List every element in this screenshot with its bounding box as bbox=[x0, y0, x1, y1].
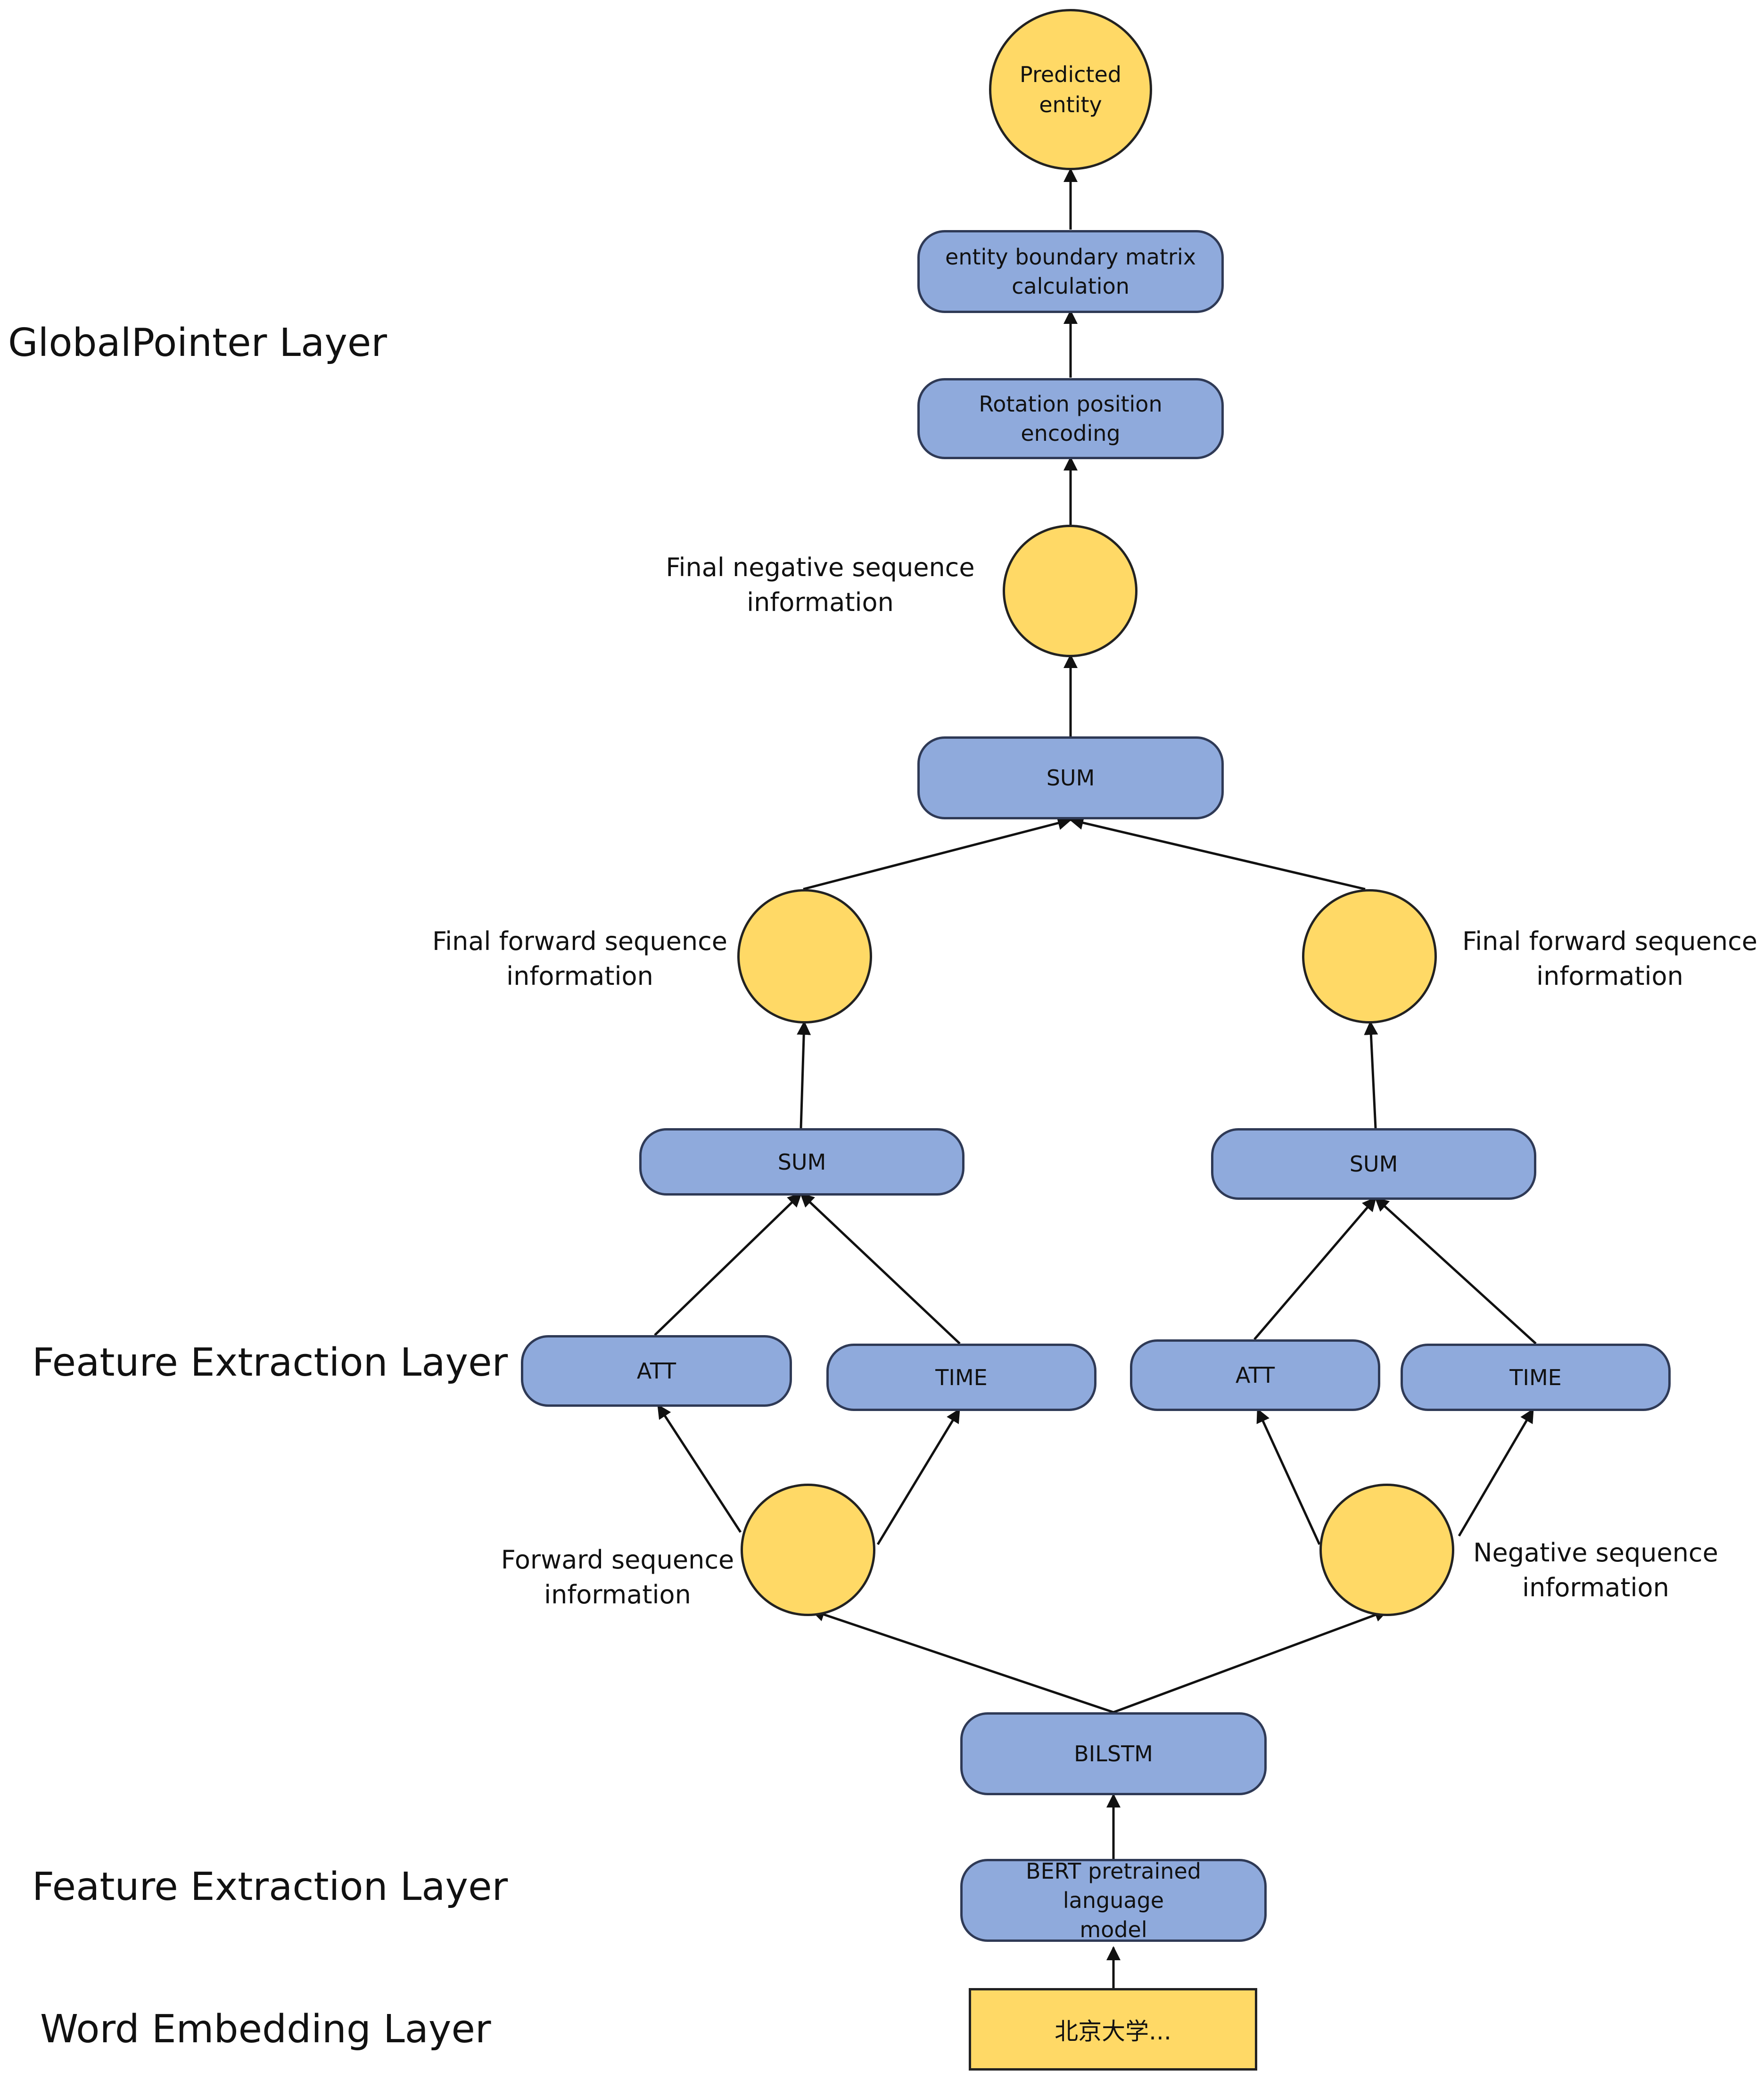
arrow-forward-to-att-left bbox=[657, 1404, 742, 1533]
bilstm-box: BILSTM bbox=[960, 1712, 1267, 1795]
arrow-att-right-to-sum-right bbox=[1253, 1197, 1377, 1340]
layer-label-feature-extraction-lower: Feature Extraction Layer bbox=[32, 1865, 508, 1909]
layer-label-feature-extraction-upper: Feature Extraction Layer bbox=[32, 1340, 508, 1385]
final-negative-sequence-node bbox=[1003, 525, 1138, 657]
arrow-forward-to-time-left bbox=[876, 1408, 961, 1545]
arrow-final-forward-left-to-sum-top bbox=[803, 816, 1072, 891]
arrow-negative-to-att-right bbox=[1256, 1408, 1321, 1545]
arrow-bilstm-to-negative bbox=[1113, 1608, 1389, 1714]
sum-top-box: SUM bbox=[917, 736, 1224, 819]
arrow-sum-left-to-final-forward-left bbox=[797, 1021, 811, 1129]
final-forward-sequence-right-label: Final forward sequence information bbox=[1462, 926, 1758, 991]
predicted-entity-node: Predicted entity bbox=[989, 9, 1152, 170]
layer-label-globalpointer: GlobalPointer Layer bbox=[8, 321, 387, 365]
sum-right-box: SUM bbox=[1211, 1128, 1536, 1200]
time-left-box: TIME bbox=[826, 1344, 1096, 1411]
arrow-negative-to-time-right bbox=[1458, 1408, 1534, 1537]
final-forward-sequence-left-label: Final forward sequence information bbox=[432, 926, 728, 991]
final-negative-sequence-label: Final negative sequence information bbox=[666, 553, 975, 617]
arrow-sum-right-to-final-forward-right bbox=[1364, 1021, 1378, 1129]
arrow-bilstm-to-forward bbox=[810, 1608, 1114, 1714]
input-text-box: 北京大学... bbox=[969, 1988, 1257, 2071]
arrow-att-left-to-sum-left bbox=[654, 1192, 802, 1336]
sum-left-box: SUM bbox=[639, 1128, 964, 1196]
layer-label-word-embedding: Word Embedding Layer bbox=[40, 2007, 491, 2052]
arrow-time-right-to-sum-right bbox=[1374, 1197, 1537, 1345]
forward-sequence-node bbox=[741, 1484, 875, 1616]
forward-sequence-label: Forward sequence information bbox=[501, 1545, 734, 1609]
negative-sequence-node bbox=[1319, 1484, 1454, 1616]
time-right-box: TIME bbox=[1401, 1344, 1671, 1411]
att-left-box: ATT bbox=[521, 1335, 792, 1407]
bert-pretrained-model-box: BERT pretrained language model bbox=[960, 1858, 1267, 1942]
final-forward-sequence-right-node bbox=[1302, 889, 1437, 1023]
arrow-final-forward-right-to-sum-top bbox=[1069, 816, 1366, 891]
att-right-box: ATT bbox=[1130, 1339, 1380, 1411]
arrow-time-left-to-sum-left bbox=[800, 1192, 961, 1345]
final-forward-sequence-left-node bbox=[737, 889, 872, 1023]
rotation-position-encoding-box: Rotation position encoding bbox=[917, 378, 1224, 459]
entity-boundary-matrix-box: entity boundary matrix calculation bbox=[917, 230, 1224, 313]
negative-sequence-label: Negative sequence information bbox=[1473, 1538, 1718, 1602]
